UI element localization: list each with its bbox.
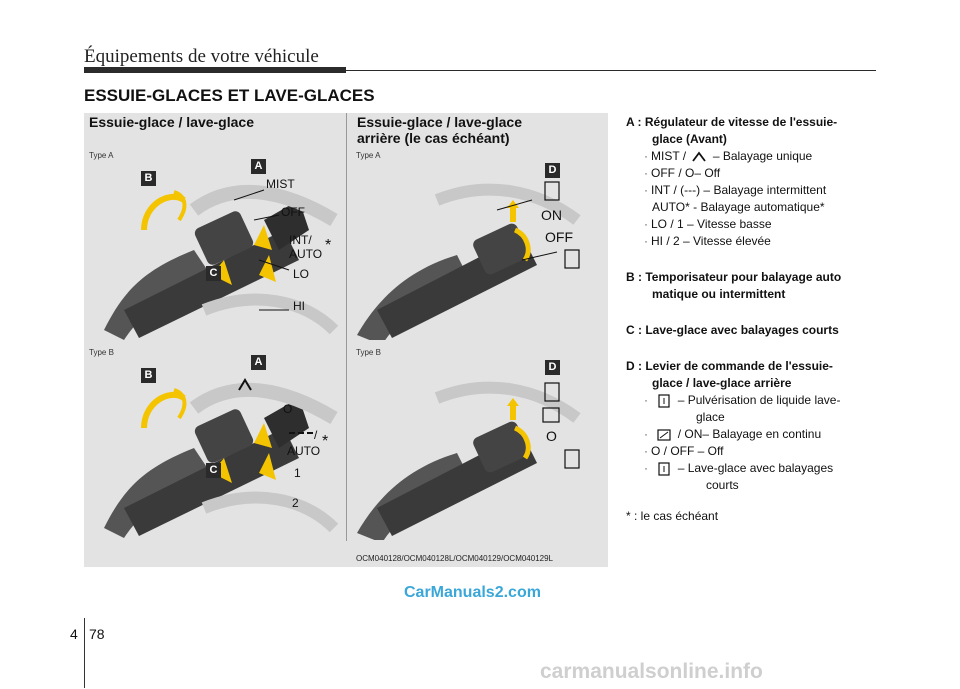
header-bar [84,67,346,73]
badge-a-a: A [251,159,266,174]
bullet: · [644,393,648,407]
label-o-rear: O [546,428,557,444]
legend-d-item4: – Lave-glace avec balayages [677,461,834,475]
header-rule [346,70,876,71]
legend-a-item-2: INT / (---) – Balayage intermittent [651,183,827,197]
rear-type-a-label: Type A [356,151,381,160]
legend-a-item-1: OFF / O– Off [651,166,721,180]
legend-d-item-spray: · – Pulvérisation de liquide lave- [626,392,880,409]
legend-a-mist-label: MIST / [651,149,687,163]
rear-wiper-icon [657,429,671,441]
legend-d-item1b: glace [696,410,725,424]
label-auto-b: AUTO [287,444,321,458]
legend-a-title: A : Régulateur de vitesse de l'essuie- [626,115,838,129]
legend-b-title2: matique ou intermittent [652,287,786,301]
asterisk-b: * [322,433,329,450]
washer-wipe-icon [658,462,670,476]
legend-d-title2: glace / lave-glace arrière [652,376,792,390]
rear-wiper-stalk-b-illustration [357,381,581,540]
bullet: · [644,217,648,231]
label-int: INT/ [289,233,312,247]
badge-c-a: C [206,266,221,281]
label-off: OFF [281,205,305,219]
front-wiper-title: Essuie-glace / lave-glace [89,114,254,130]
spacer [626,494,880,508]
bullet: · [644,149,648,163]
legend-d-title: D : Levier de commande de l'essuie- [626,359,833,373]
badge-b-b: B [141,368,156,383]
legend-a-item-int: ·INT / (---) – Balayage intermittent [626,182,880,199]
badge-b-a: B [141,171,156,186]
legend-d-item-off: ·O / OFF – Off [626,443,880,460]
badge-d-a: D [545,163,560,178]
rear-wiper-title-line1: Essuie-glace / lave-glace [357,114,522,130]
legend-a-title2: glace (Avant) [652,132,727,146]
label-off-rear: OFF [545,229,573,245]
badge-d-b: D [545,360,560,375]
bullet: · [644,183,648,197]
legend-a-item-off: ·OFF / O– Off [626,165,880,182]
label-on: ON [541,207,562,223]
figure-divider [346,113,347,541]
label-lo: LO [293,267,310,281]
legend-d-item-continuous: · / ON– Balayage en continu [626,426,880,443]
washer-spray-icon [658,394,670,408]
bottom-watermark: carmanualsonline.info [540,660,763,683]
front-wiper-stalk-a-illustration [104,184,339,340]
footnote: * : le cas échéant [626,509,719,523]
page-chapter: 4 [70,626,78,642]
legend-c-title: C : Lave-glace avec balayages courts [626,323,839,337]
section-title: ESSUIE-GLACES ET LAVE-GLACES [84,86,375,105]
badge-a-b: A [251,355,266,370]
spacer [626,339,880,358]
rear-wiper-title-line2: arrière (le cas échéant) [357,130,510,146]
front-wiper-stalk-b-illustration [104,378,339,538]
legend-d-item2: / ON– Balayage en continu [677,427,822,441]
bullet: · [644,166,648,180]
rear-type-b-label: Type B [356,348,381,357]
badge-c-b: C [206,463,221,478]
mist-icon [692,151,707,162]
legend-d-item4b: courts [706,478,739,492]
bullet: · [644,427,648,441]
front-type-b-label: Type B [89,348,114,357]
legend-a-item-auto: AUTO* - Balayage automatique* [652,200,825,214]
bullet: · [644,444,648,458]
legend-column: A : Régulateur de vitesse de l'essuie- g… [626,114,880,525]
spacer [626,250,880,269]
bullet: · [644,234,648,248]
front-type-a-label: Type A [89,151,114,160]
legend-a-item-5: HI / 2 – Vitesse élevée [651,234,771,248]
chapter-header: Équipements de votre véhicule [84,46,319,67]
label-o: O [283,402,293,416]
label-hi: HI [293,299,305,313]
legend-a-item-hi: ·HI / 2 – Vitesse élevée [626,233,880,250]
legend-d-item3: O / OFF – Off [651,444,724,458]
legend-b-title: B : Temporisateur pour balayage auto [626,270,842,284]
figure-caption: OCM040128/OCM040128L/OCM040129/OCM040129… [356,554,554,563]
page-number: 78 [89,626,105,642]
label-auto-a: AUTO [289,247,323,261]
legend-a-item-lo: ·LO / 1 – Vitesse basse [626,216,880,233]
label-slash: / [314,428,318,442]
label-2: 2 [292,496,299,510]
rear-wiper-stalk-a-illustration [357,181,581,340]
legend-d-item-washer: · – Lave-glace avec balayages [626,460,880,477]
watermark-link[interactable]: CarManuals2.com [404,584,541,601]
bullet: · [644,461,648,475]
asterisk-a: * [325,237,332,254]
label-1: 1 [294,466,301,480]
page-separator [84,618,85,688]
label-mist: MIST [266,177,295,191]
legend-a-item-4: LO / 1 – Vitesse basse [651,217,772,231]
legend-a-item-0: – Balayage unique [712,149,813,163]
legend-a-item-mist: ·MIST / – Balayage unique [626,148,880,165]
legend-d-item1: – Pulvérisation de liquide lave- [677,393,841,407]
spacer [626,303,880,322]
